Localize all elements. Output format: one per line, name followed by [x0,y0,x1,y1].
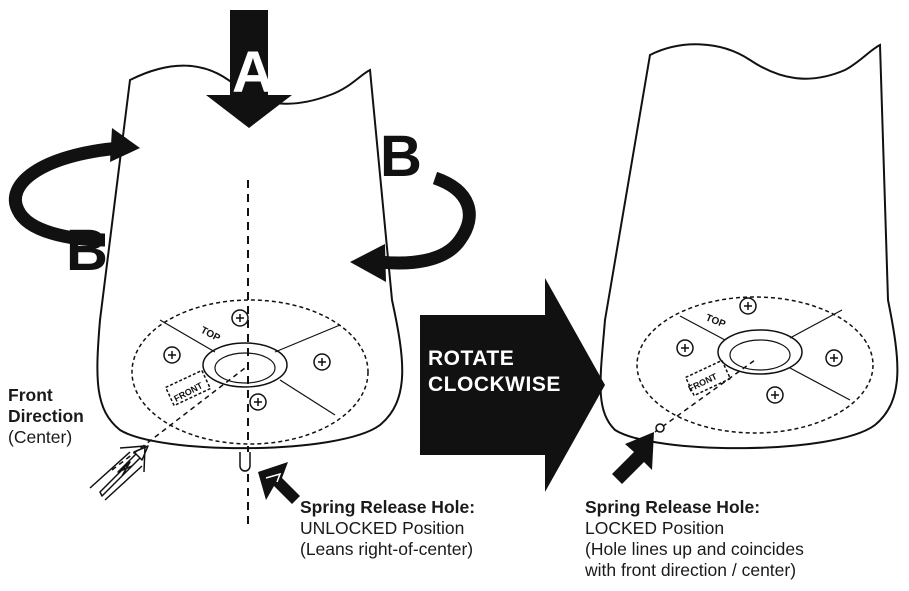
right-spring-release-hole [655,423,665,433]
left-center-ring-outer [202,342,288,388]
locked-line2: (Hole lines up and coincides [585,539,804,559]
locked-caption: Spring Release Hole: LOCKED Position (Ho… [585,497,804,581]
unlocked-line2: (Leans right-of-center) [300,539,474,559]
locked-title: Spring Release Hole: [585,497,761,517]
right-screw [766,386,784,404]
right-screw [825,349,843,367]
unlocked-hole-pointer [258,462,300,504]
right-divider [679,315,726,341]
left-spring-release-hole [239,452,251,472]
right-divider [789,309,843,339]
label-a: A [232,40,274,105]
left-base-plate [131,299,369,445]
unlocked-line1: UNLOCKED Position [300,518,465,538]
front-direction-line3: (Center) [8,427,73,447]
locked-line1: LOCKED Position [585,518,725,538]
right-screw [739,297,757,315]
left-front-direction-line [111,367,246,471]
right-unit-locked: TOP FRONT [599,43,899,450]
left-screw [231,309,249,327]
right-screw [676,339,694,357]
right-center-ring-outer [717,329,803,375]
right-plate-top-marking: TOP [704,313,727,331]
unlocked-title: Spring Release Hole: [300,497,476,517]
left-screw [249,393,267,411]
rotate-label-line1: ROTATE [428,347,515,370]
right-latch [684,359,732,397]
left-divider [159,319,216,353]
locked-hole-pointer [612,432,654,484]
left-screw [163,346,181,364]
front-direction-arrow-outline [89,445,146,501]
force-arrow-a [206,10,292,128]
front-direction-line1: Front [8,385,53,405]
left-plate-top-marking: TOP [199,325,222,344]
locked-line3: with front direction / center) [585,560,797,580]
rotation-arrow-left [8,128,140,247]
left-center-ring-inner [214,352,276,384]
left-unit-unlocked: TOP FRONT [96,64,404,530]
left-divider [274,324,341,353]
right-base-plate [636,296,874,434]
right-front-direction-line [654,359,756,433]
unlocked-caption: Spring Release Hole: UNLOCKED Position (… [300,497,475,560]
rotation-arrow-right [350,171,476,282]
rotate-label-line2: CLOCKWISE [428,373,561,396]
right-divider [789,367,851,401]
rotate-clockwise-arrow [420,278,605,492]
front-direction-line2: Direction [8,406,84,426]
front-direction-label: Front Direction (Center) [8,385,84,448]
left-divider [279,379,336,416]
left-plate-front-marking: FRONT [172,380,205,404]
label-b-right: B [380,124,422,189]
right-center-ring-inner [729,339,791,371]
right-unit-body [599,43,899,450]
left-latch [164,369,212,407]
front-direction-arrow [99,445,149,497]
left-screw [313,353,331,371]
label-b-left: B [66,218,108,283]
